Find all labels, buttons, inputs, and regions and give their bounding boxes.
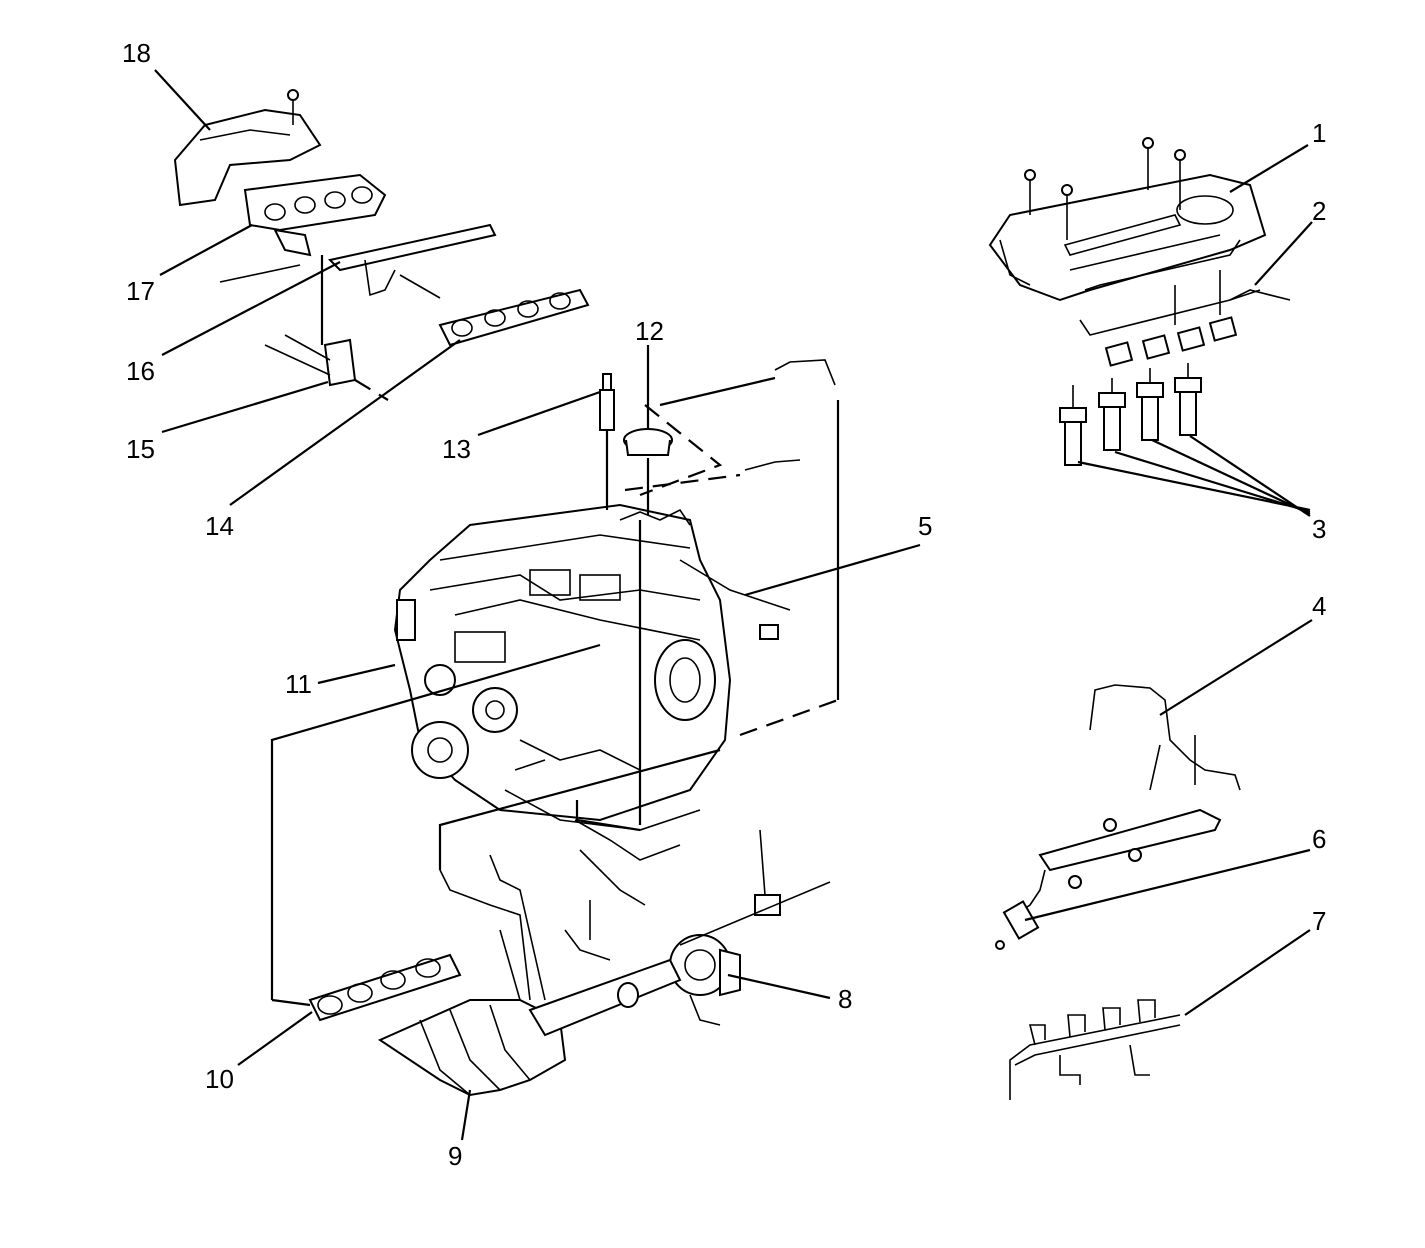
intake-manifold [377,958,682,1097]
injector-wiring-harness [1009,999,1181,1100]
callout-12: 12 [635,316,664,346]
intake-manifold-gasket [308,953,462,1022]
exhaust-manifold [243,173,387,257]
callout-15: 15 [126,434,155,464]
callout-14: 14 [205,511,234,541]
callout-5: 5 [918,511,932,541]
ignition-coil-harness [1079,270,1291,367]
callout-10: 10 [205,1064,234,1094]
heat-shield [173,89,322,207]
callout-16: 16 [126,356,155,386]
exhaust-brace [219,223,497,299]
engine-assembly [393,503,732,831]
callout-2: 2 [1312,196,1326,226]
callout-11: 11 [285,669,312,699]
callout-6: 6 [1312,824,1326,854]
leader-lines [154,69,1313,1141]
callout-13: 13 [442,434,471,464]
callout-labels: 1 2 3 4 5 6 7 8 9 10 11 12 13 14 15 16 1… [122,38,1326,1171]
pcv-hose [774,359,840,700]
callout-17: 17 [126,276,155,306]
callout-18: 18 [122,38,151,68]
hoses [439,819,681,1001]
callout-7: 7 [1312,906,1326,936]
callout-3: 3 [1312,514,1326,544]
callout-1: 1 [1312,118,1326,148]
spark-plug [599,373,615,510]
engine-cover [988,137,1267,302]
assembly-lines [270,376,839,1007]
exhaust-manifold-gasket [438,288,590,347]
ignition-coils [1059,363,1202,466]
callout-4: 4 [1312,591,1326,621]
callout-9: 9 [448,1141,462,1171]
callout-8: 8 [838,984,852,1014]
oil-fill-cap [623,428,673,515]
throttle-body [669,829,831,1026]
fuel-rail-and-injectors [995,684,1241,950]
support-bracket [264,255,389,401]
